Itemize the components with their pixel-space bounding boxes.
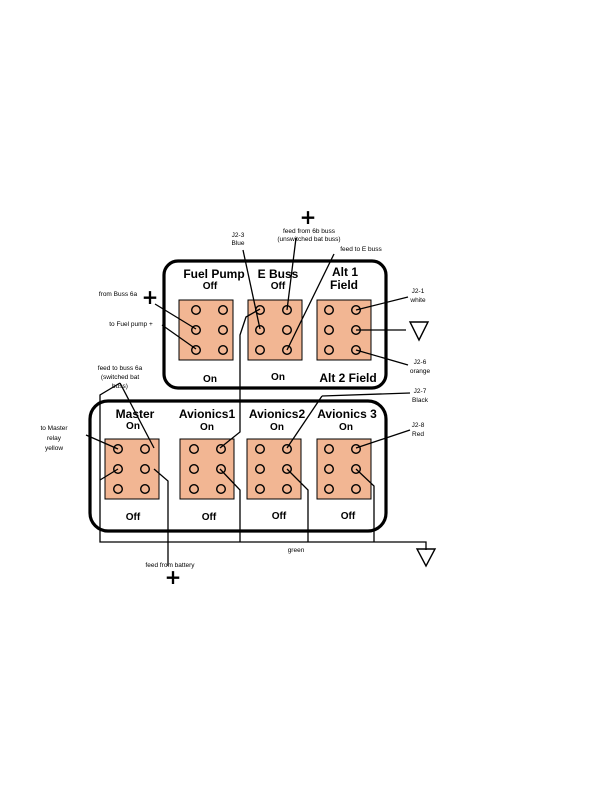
ground-icon-top: [408, 321, 430, 342]
ground-icon-bottom: [415, 548, 437, 568]
alt-terminal: [351, 345, 362, 356]
plus-icon-battery: +: [165, 565, 182, 589]
wiring: [85, 237, 427, 566]
master-terminal: [112, 444, 123, 455]
from-buss-6a-label: from Buss 6a: [99, 291, 138, 298]
avionics3-title: Avionics 3: [317, 407, 377, 421]
avionics2-terminal: [254, 484, 265, 495]
fuel-pump-top-position: Off: [203, 281, 218, 292]
avionics2-bottom-position: Off: [272, 511, 287, 522]
e-buss-terminal: [282, 325, 293, 336]
alt-terminal: [351, 305, 362, 316]
j2-8-color: Red: [412, 431, 424, 438]
fuel-pump-terminal: [217, 325, 228, 336]
feed-from-6b-buss-sub: (unswitched bat buss): [277, 236, 340, 243]
avionics3-bottom-position: Off: [341, 511, 356, 522]
avionics1-terminal: [215, 444, 226, 455]
fuel-pump-terminal: [190, 345, 201, 356]
to-fuel-pump-label: to Fuel pump +: [109, 321, 153, 328]
to-master-relay-sub: relay: [47, 435, 62, 442]
master-terminal: [112, 464, 123, 475]
e-buss-top-position: Off: [271, 281, 286, 292]
avionics2-top-position: On: [270, 422, 284, 433]
j2-3-label: J2-3: [232, 232, 245, 239]
bottom-switch-panel: [88, 399, 388, 533]
feed-to-e-buss-label: feed to E buss: [340, 246, 382, 253]
e-buss-terminal: [282, 345, 293, 356]
avionics1-terminal: [188, 444, 199, 455]
j2-1-label: J2-1: [412, 288, 425, 295]
avionics2-terminal: [282, 464, 293, 475]
j2-3-color: Blue: [231, 240, 244, 247]
j2-6-label: J2-6: [414, 359, 427, 366]
fuel-pump-terminal: [217, 305, 228, 316]
avionics1-terminal: [215, 484, 226, 495]
avionics3-terminal: [324, 484, 335, 495]
avionics3-terminal: [351, 444, 362, 455]
master-bottom-position: Off: [126, 512, 141, 523]
alt1-title: Alt 1: [332, 265, 358, 279]
fuel-pump-terminal: [190, 305, 201, 316]
avionics3-switch-body: [316, 438, 372, 500]
master-title: Master: [116, 407, 155, 421]
avionics3-terminal: [351, 484, 362, 495]
feed-from-6b-buss-label: feed from 6b buss: [283, 228, 336, 235]
to-master-relay-label: to Master: [40, 425, 68, 432]
avionics3-terminal: [324, 464, 335, 475]
top-switch-panel: [162, 259, 388, 390]
e-buss-terminal: [254, 325, 265, 336]
avionics3-terminal: [351, 464, 362, 475]
avionics1-terminal: [215, 464, 226, 475]
j2-1-color: white: [409, 297, 426, 304]
avionics3-top-position: On: [339, 422, 353, 433]
fuel-pump-bottom-position: On: [203, 374, 217, 385]
avionics1-bottom-position: Off: [202, 512, 217, 523]
avionics2-terminal: [282, 484, 293, 495]
fuel-pump-title: Fuel Pump: [183, 267, 244, 281]
e-buss-title: E Buss: [258, 267, 299, 281]
master-terminal: [139, 484, 150, 495]
avionics2-title: Avionics2: [249, 407, 306, 421]
plus-icon-buss-6a: +: [142, 285, 159, 309]
avionics1-top-position: On: [200, 422, 214, 433]
feed-to-buss-6a-label: feed to buss 6a: [98, 365, 143, 372]
j2-6-color: orange: [410, 368, 431, 375]
feed-to-buss-6a-sub2: buss): [112, 383, 128, 390]
e-buss-bottom-position: On: [271, 372, 285, 383]
alt-terminal: [324, 345, 335, 356]
avionics1-terminal: [188, 464, 199, 475]
master-terminal: [112, 484, 123, 495]
fuel-pump-switch-body: [178, 299, 234, 361]
fuel-pump-terminal: [190, 325, 201, 336]
plus-icon-feed-6b: +: [300, 205, 317, 229]
alt-terminal: [324, 325, 335, 336]
avionics1-terminal: [188, 484, 199, 495]
alt2-field-label: Alt 2 Field: [319, 371, 376, 385]
alt-terminal: [324, 305, 335, 316]
j2-7-color: Black: [412, 397, 429, 404]
j2-8-label: J2-8: [412, 422, 425, 429]
green-wire-label: green: [288, 547, 305, 554]
avionics1-title: Avionics1: [179, 407, 236, 421]
master-terminal: [139, 464, 150, 475]
fuel-pump-terminal: [217, 345, 228, 356]
e-buss-terminal: [254, 345, 265, 356]
master-top-position: On: [126, 421, 140, 432]
avionics2-terminal: [254, 444, 265, 455]
avionics2-terminal: [282, 444, 293, 455]
master-terminal: [139, 444, 150, 455]
avionics3-terminal: [324, 444, 335, 455]
feed-to-buss-6a-sub1: (switched bat: [101, 374, 139, 381]
avionics2-terminal: [254, 464, 265, 475]
j2-7-label: J2-7: [414, 388, 427, 395]
to-master-relay-color: yellow: [45, 445, 63, 452]
alt1-field-label: Field: [330, 278, 358, 292]
feed-from-battery-label: feed from battery: [145, 562, 195, 569]
